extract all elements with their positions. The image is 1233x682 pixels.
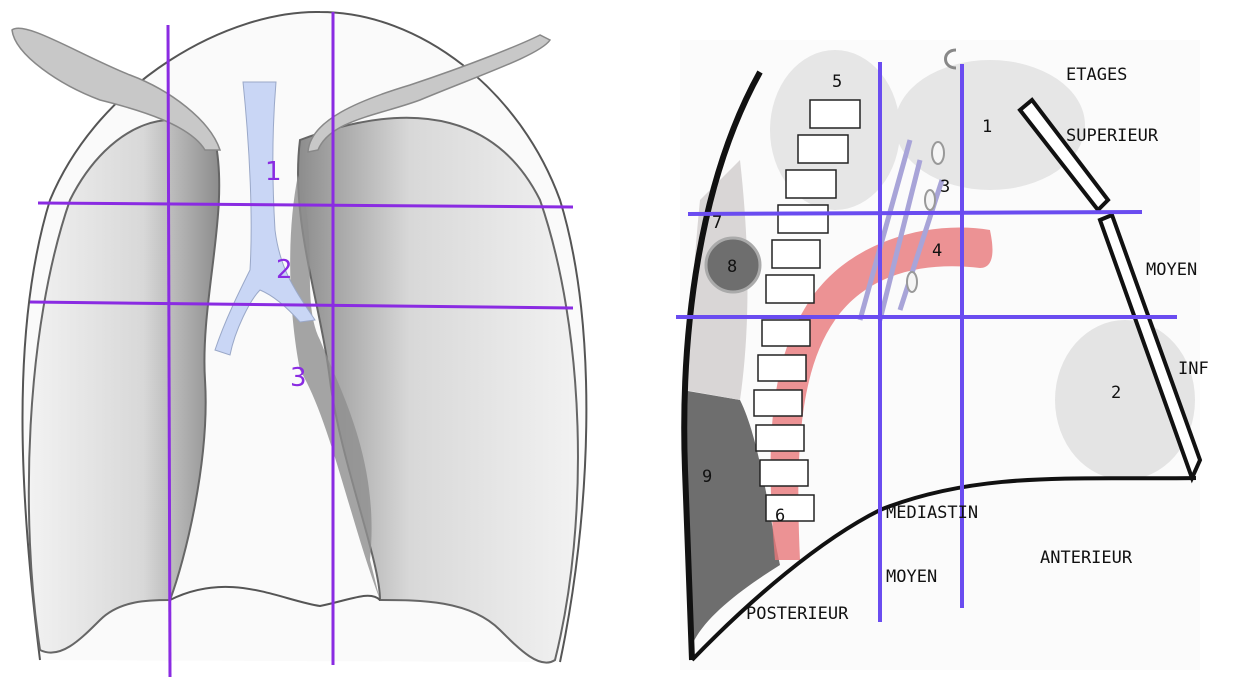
lateral-chest-view: 1 2 3 4 5 6 7 8 9 ETAGES SUPERIEUR MOYEN… bbox=[660, 0, 1233, 677]
lateral-number-1: 1 bbox=[982, 117, 992, 137]
mediastin-title: MEDIASTIN bbox=[886, 503, 978, 523]
lateral-number-8: 8 bbox=[727, 257, 737, 277]
lateral-number-9: 9 bbox=[702, 467, 712, 487]
etages-title: ETAGES bbox=[1066, 65, 1127, 85]
frontal-diagram: 1 2 3 bbox=[0, 0, 600, 677]
vertical-line-left bbox=[168, 25, 170, 677]
lateral-number-6: 6 bbox=[775, 506, 785, 526]
lateral-number-7: 7 bbox=[712, 213, 722, 233]
etage-superieur: SUPERIEUR bbox=[1066, 126, 1159, 146]
etage-inf: INF bbox=[1178, 359, 1209, 379]
lateral-number-2: 2 bbox=[1111, 383, 1121, 403]
mediastin-moyen: MOYEN bbox=[886, 567, 937, 587]
frontal-label-3: 3 bbox=[290, 363, 307, 393]
frontal-label-2: 2 bbox=[276, 255, 293, 285]
frontal-label-1: 1 bbox=[265, 157, 282, 187]
mediastin-posterieur: POSTERIEUR bbox=[746, 604, 849, 624]
etage-moyen: MOYEN bbox=[1146, 260, 1197, 280]
lateral-number-3: 3 bbox=[940, 177, 950, 197]
lateral-number-4: 4 bbox=[932, 241, 942, 261]
lateral-diagram: 1 2 3 4 5 6 7 8 9 ETAGES SUPERIEUR MOYEN… bbox=[660, 0, 1233, 677]
mediastin-anterieur: ANTERIEUR bbox=[1040, 548, 1133, 568]
frontal-chest-view: 1 2 3 bbox=[0, 0, 600, 677]
lateral-horizontal-line-upper bbox=[688, 212, 1142, 214]
lateral-number-5: 5 bbox=[832, 72, 842, 92]
